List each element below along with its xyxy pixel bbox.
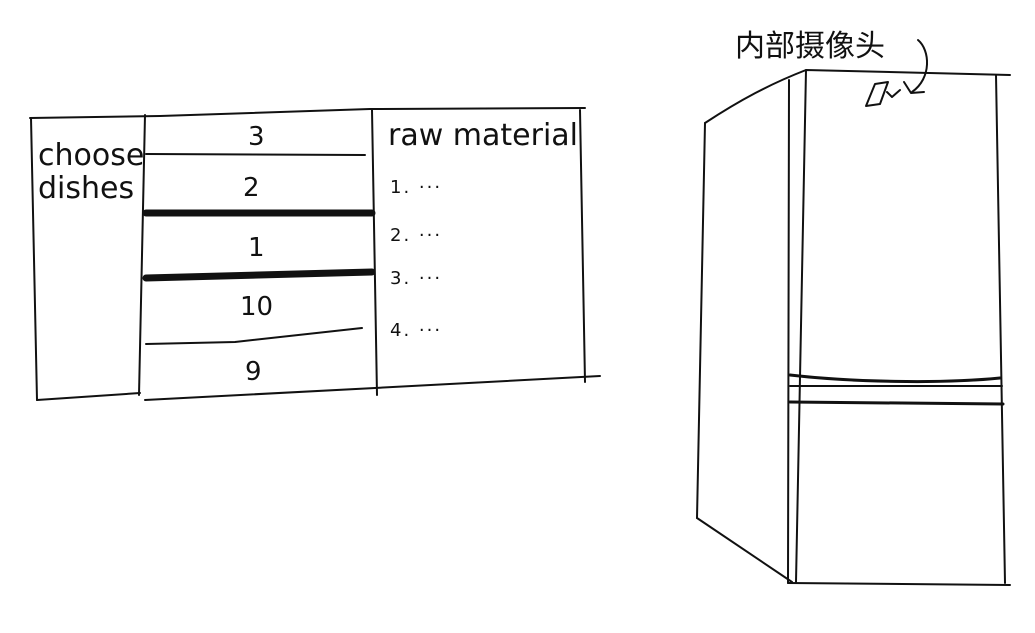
dish-list: 3 2 1 10 9 xyxy=(240,122,273,387)
choose-label-line1: choose xyxy=(38,138,144,173)
fridge-side-front-edge xyxy=(696,122,706,519)
raw-material-item: 1. ··· xyxy=(390,177,442,198)
column-divider-2 xyxy=(371,109,378,396)
fridge-door-seam-upper xyxy=(788,373,1002,384)
fridge-side-bottom-edge xyxy=(696,517,793,583)
fridge-top-edge xyxy=(704,69,1011,124)
fridge-front-left-edge-outer xyxy=(787,79,790,584)
camera-pointer-arrow-head xyxy=(903,81,925,94)
column-divider-1 xyxy=(138,114,146,396)
dish-number-item[interactable]: 10 xyxy=(240,292,273,322)
table-right-border xyxy=(579,109,586,383)
raw-material-item: 3. ··· xyxy=(390,268,442,289)
camera-mount-icon xyxy=(886,89,901,98)
fridge-front-right-edge xyxy=(995,74,1006,584)
fridge-door-seam-lower xyxy=(788,400,1005,406)
fridge-bottom-edge xyxy=(787,582,1011,586)
separator-thin-2 xyxy=(145,327,363,345)
separator-thin-1 xyxy=(145,153,366,156)
table-left-border xyxy=(30,117,38,401)
fridge-front-left-edge-inner xyxy=(795,69,807,583)
camera-icon xyxy=(865,81,889,107)
choose-label-line2: dishes xyxy=(38,171,134,206)
refrigerator-sketch: 内部摄像头 xyxy=(696,29,1011,586)
dish-number-item[interactable]: 3 xyxy=(248,122,265,152)
raw-material-item: 2. ··· xyxy=(390,225,442,246)
camera-label: 内部摄像头 xyxy=(735,29,885,64)
dish-number-item-selected[interactable]: 1 xyxy=(248,233,265,263)
camera-pointer-arrow xyxy=(911,39,929,93)
raw-material-heading: raw material xyxy=(388,118,578,153)
dish-number-item[interactable]: 9 xyxy=(245,357,262,387)
table-bottom-border xyxy=(144,375,601,401)
dish-chooser-table: choose dishes 3 2 1 10 9 raw material 1.… xyxy=(29,107,601,401)
table-top-border xyxy=(29,107,586,119)
raw-material-item: 4. ··· xyxy=(390,320,442,341)
raw-material-list: 1. ··· 2. ··· 3. ··· 4. ··· xyxy=(390,177,442,341)
table-bottom-border-left xyxy=(36,392,141,401)
selection-separator-bottom-1 xyxy=(142,268,376,282)
dish-number-item[interactable]: 2 xyxy=(243,173,260,203)
